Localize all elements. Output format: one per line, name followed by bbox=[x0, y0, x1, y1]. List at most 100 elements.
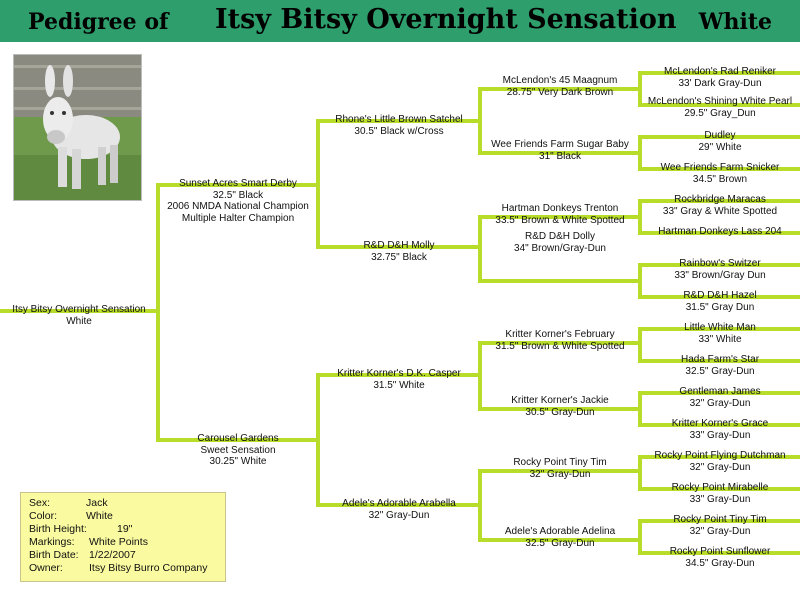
ancestor-name: Rockbridge Maracas bbox=[674, 194, 766, 205]
ancestor-detail: 34" Brown/Gray-Dun bbox=[514, 242, 606, 254]
ancestor-detail: 29" White bbox=[698, 141, 742, 153]
title-prefix: Pedigree of bbox=[28, 9, 169, 35]
ancestor-name: Hartman Donkeys Lass 204 bbox=[658, 226, 782, 237]
ancestor-detail: 32.5" Gray-Dun bbox=[525, 537, 595, 549]
ancestor-name: Little White Man bbox=[684, 322, 756, 333]
ancestor-name: R&D D&H Hazel bbox=[683, 290, 757, 301]
ancestor-detail: Multiple Halter Champion bbox=[181, 212, 295, 224]
info-row-birth-date: Birth Date:1/22/2007 bbox=[29, 549, 136, 561]
ancestor-detail: 31" Black bbox=[539, 150, 581, 162]
info-row-color: Color:White bbox=[29, 510, 113, 522]
ancestor-name: Kritter Korner's Jackie bbox=[511, 395, 609, 406]
ancestor-name: Rocky Point Flying Dutchman bbox=[654, 450, 786, 461]
title-bar: Pedigree of Itsy Bitsy Overnight Sensati… bbox=[0, 0, 800, 42]
title-color: White bbox=[698, 9, 772, 35]
donkey-foal-photo bbox=[13, 54, 142, 201]
info-row-markings: Markings:White Points bbox=[29, 536, 148, 548]
ancestor-detail: 33" Gray-Dun bbox=[689, 429, 751, 441]
ancestor-detail: White bbox=[66, 315, 92, 327]
ancestor-detail: 33" White bbox=[698, 333, 742, 345]
ancestor-name: Dudley bbox=[704, 130, 736, 141]
ancestor-name: McLendon's Rad Reniker bbox=[664, 66, 776, 77]
ancestor-detail: 32" Gray-Dun bbox=[689, 525, 751, 537]
ancestor-name: Wee Friends Farm Snicker bbox=[660, 162, 780, 173]
ancestor-name: Rocky Point Mirabelle bbox=[671, 482, 769, 493]
ancestor-name: Gentleman James bbox=[679, 386, 761, 397]
ancestor-name: Wee Friends Farm Sugar Baby bbox=[491, 139, 629, 150]
ancestor-detail: 31.5" White bbox=[373, 379, 425, 391]
ancestor-detail: 34.5" Brown bbox=[692, 173, 748, 185]
ancestor-detail: Sweet Sensation bbox=[200, 444, 276, 456]
ancestor-detail: 32.5" Black bbox=[212, 189, 264, 201]
ancestor-name: R&D D&H Molly bbox=[363, 240, 435, 251]
info-row-sex: Sex:Jack bbox=[29, 497, 108, 509]
ancestor-detail: 30.25" White bbox=[209, 456, 267, 467]
ancestor-detail: 33.5" Brown & White Spotted bbox=[495, 214, 625, 226]
ancestor-name: McLendon's 45 Maagnum bbox=[502, 75, 618, 86]
great-great-grandparent-label: Hartman Donkeys Lass 204 bbox=[658, 226, 781, 238]
ancestor-detail: 29.5" Gray_Dun bbox=[684, 107, 756, 119]
ancestor-name: Rocky Point Sunflower bbox=[669, 546, 771, 557]
ancestor-detail: 31.5" Brown & White Spotted bbox=[495, 340, 625, 352]
ancestor-detail: 33' Dark Gray-Dun bbox=[678, 77, 762, 89]
ancestor-name: Carousel Gardens bbox=[197, 433, 279, 444]
info-box: Sex:Jack Color:White Birth Height:19" Ma… bbox=[20, 492, 226, 582]
ancestor-name: Rocky Point Tiny Tim bbox=[673, 514, 767, 525]
ancestor-detail: 33" Gray & White Spotted bbox=[662, 205, 778, 217]
info-row-owner: Owner:Itsy Bitsy Burro Company bbox=[29, 562, 208, 574]
ancestor-name: Kritter Korner's Grace bbox=[671, 418, 769, 429]
ancestor-name: Kritter Korner's February bbox=[505, 329, 615, 340]
ancestor-name: R&D D&H Dolly bbox=[524, 231, 596, 242]
ancestor-name: McLendon's Shining White Pearl bbox=[647, 96, 793, 107]
ancestor-name: Itsy Bitsy Overnight Sensation bbox=[12, 304, 146, 315]
ancestor-detail: 2006 NMDA National Champion bbox=[167, 201, 309, 212]
ancestor-name: Rainbow's Switzer bbox=[679, 258, 761, 269]
ancestor-detail: 32.5" Gray-Dun bbox=[685, 365, 755, 377]
ancestor-name: Adele's Adorable Arabella bbox=[342, 498, 456, 509]
ancestor-detail: 32" Gray-Dun bbox=[529, 468, 591, 480]
ancestor-detail: 28.75" Very Dark Brown bbox=[506, 86, 614, 98]
info-row-birth-height: Birth Height:19" bbox=[29, 523, 133, 535]
ancestor-detail: 33" Gray-Dun bbox=[689, 493, 751, 505]
ancestor-detail: 33" Brown/Gray Dun bbox=[674, 269, 766, 281]
page-title: Itsy Bitsy Overnight Sensation bbox=[215, 4, 677, 35]
ancestor-name: Hartman Donkeys Trenton bbox=[501, 203, 619, 214]
ancestor-detail: 30.5" Black w/Cross bbox=[354, 125, 444, 137]
ancestor-name: Hada Farm's Star bbox=[680, 354, 760, 365]
ancestor-detail: 31.5" Gray Dun bbox=[685, 301, 755, 313]
ancestor-detail: 30.5" Gray-Dun bbox=[525, 406, 595, 418]
ancestor-detail: 32" Gray-Dun bbox=[689, 397, 751, 409]
ancestor-name: Kritter Korner's D.K. Casper bbox=[337, 368, 461, 379]
ancestor-name: Rocky Point Tiny Tim bbox=[513, 457, 607, 468]
